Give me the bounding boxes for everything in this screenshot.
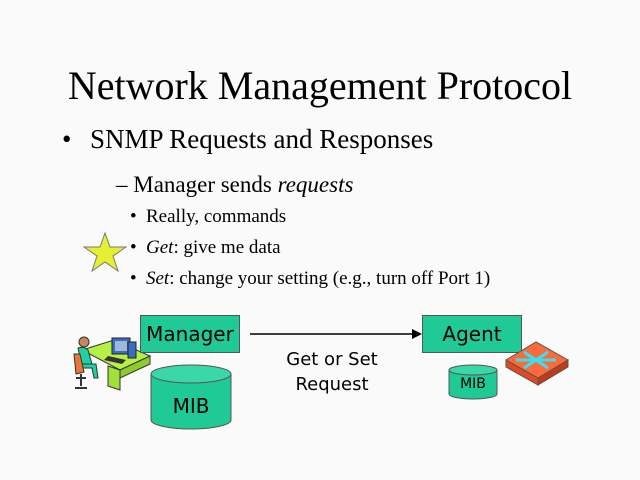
slide-title: Network Management Protocol xyxy=(67,63,573,108)
star-icon xyxy=(83,232,127,272)
bullet-level3-emph: Set xyxy=(146,268,170,289)
request-arrow xyxy=(250,329,422,339)
request-label-line1: Get or Set xyxy=(286,349,378,370)
bullet-dot: • xyxy=(130,237,137,258)
manager-label: Manager xyxy=(146,322,234,346)
request-label: Get or Set Request xyxy=(262,347,402,397)
manager-mib-cylinder: MIB xyxy=(150,364,232,430)
bullet-level1: • SNMP Requests and Responses xyxy=(62,123,433,155)
manager-mib-label: MIB xyxy=(172,394,210,418)
bullet-level3-emph: Get xyxy=(146,237,174,258)
agent-mib-label: MIB xyxy=(460,376,486,392)
bullet-level3-item: • Set: change your setting (e.g., turn of… xyxy=(130,267,490,291)
request-label-line2: Request xyxy=(295,374,369,395)
workstation-icon xyxy=(73,336,152,391)
bullet-level3-item: • Really, commands xyxy=(130,205,286,229)
bullet-level3-item: • Get: give me data xyxy=(130,236,281,260)
agent-box: Agent xyxy=(422,315,522,353)
agent-label: Agent xyxy=(442,322,502,346)
bullet-level3-text: : give me data xyxy=(173,237,281,258)
router-icon xyxy=(505,341,569,386)
agent-mib-cylinder: MIB xyxy=(448,364,498,400)
bullet-level3-text: : change your setting (e.g., turn off Po… xyxy=(169,268,491,289)
database-icon xyxy=(150,364,232,430)
database-icon xyxy=(448,364,498,400)
bullet-dot: • xyxy=(130,206,137,227)
bullet-level2: – Manager sends requests xyxy=(116,171,353,199)
bullet-level1-text: SNMP Requests and Responses xyxy=(90,124,434,154)
bullet-level3-text: Really, commands xyxy=(146,206,287,227)
bullet-level2-emph: requests xyxy=(277,172,354,197)
bullet-dot: • xyxy=(62,124,72,154)
manager-box: Manager xyxy=(140,315,240,353)
bullet-dot: • xyxy=(130,268,137,289)
bullet-level2-text: – Manager sends xyxy=(116,172,278,197)
